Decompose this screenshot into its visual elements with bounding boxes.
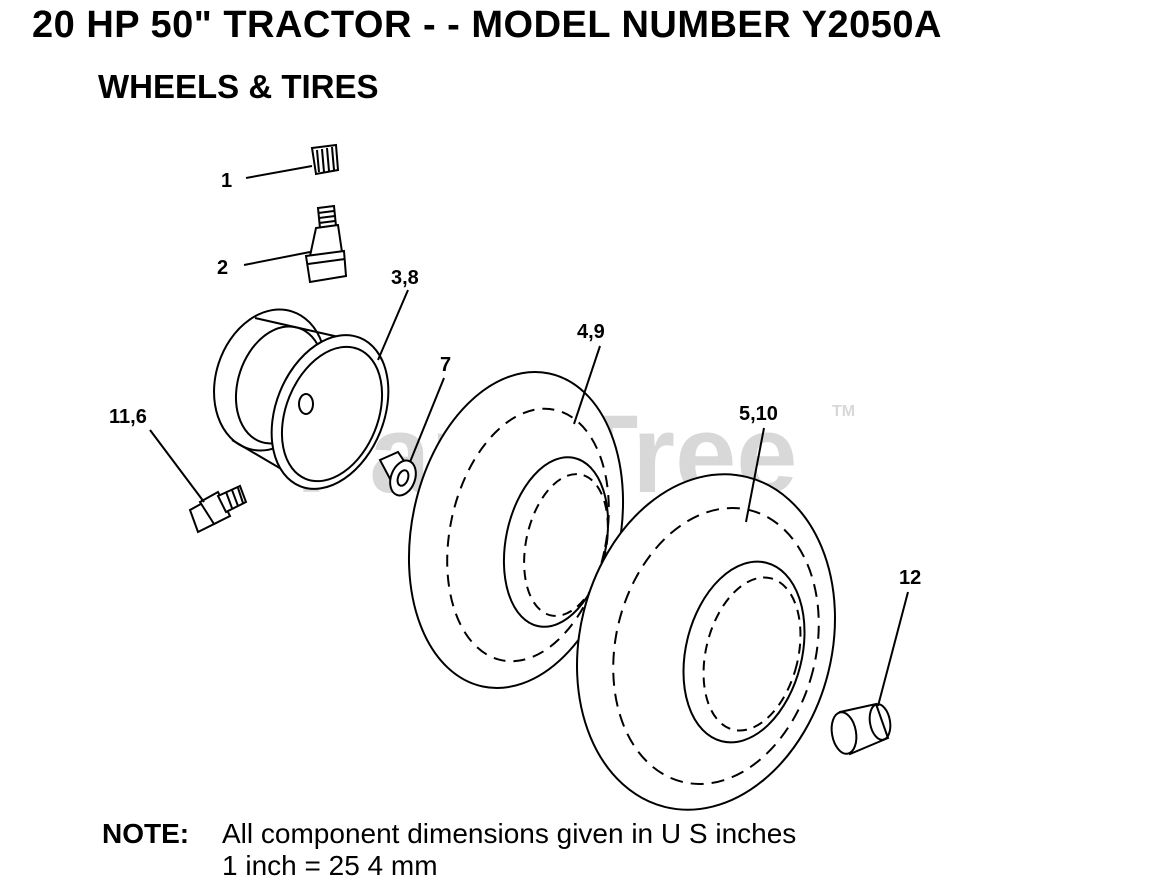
leader-line-7 bbox=[409, 377, 445, 463]
part-valve-stem[interactable] bbox=[304, 204, 348, 284]
callout-1: 1 bbox=[221, 170, 232, 192]
callout-2: 2 bbox=[217, 257, 228, 279]
callout-12: 12 bbox=[899, 567, 921, 589]
callout-4-9: 4,9 bbox=[577, 321, 605, 343]
page-title: 20 HP 50" TRACTOR - - MODEL NUMBER Y2050… bbox=[32, 4, 942, 46]
part-valve-cap[interactable] bbox=[310, 143, 340, 176]
callout-11-6: 11,6 bbox=[109, 406, 147, 428]
leader-line-12 bbox=[877, 591, 909, 707]
part-wheel-rim[interactable] bbox=[196, 295, 410, 507]
part-bushing[interactable] bbox=[378, 450, 420, 499]
part-lug-bolt[interactable] bbox=[188, 484, 248, 534]
callout-5-10: 5,10 bbox=[739, 403, 778, 425]
section-title: WHEELS & TIRES bbox=[98, 68, 379, 105]
dimension-note: NOTE: All component dimensions given in U… bbox=[102, 818, 796, 882]
part-tire-rear[interactable] bbox=[543, 447, 870, 838]
note-line-1: All component dimensions given in U S in… bbox=[222, 818, 797, 849]
part-tire-front[interactable] bbox=[381, 352, 651, 708]
callout-7: 7 bbox=[440, 354, 451, 376]
note-label: NOTE: bbox=[102, 818, 190, 849]
watermark-tm: TM bbox=[832, 403, 855, 420]
note-line-2: 1 inch = 25 4 mm bbox=[222, 850, 438, 881]
leader-line-11 bbox=[149, 429, 205, 503]
leader-line-1 bbox=[245, 165, 313, 179]
leader-line-2 bbox=[243, 251, 311, 266]
leader-line-5 bbox=[745, 427, 765, 523]
part-hub-cap[interactable] bbox=[829, 702, 893, 756]
leader-line-4 bbox=[573, 345, 601, 425]
callout-3-8: 3,8 bbox=[391, 267, 419, 289]
leader-line-3 bbox=[377, 289, 409, 361]
